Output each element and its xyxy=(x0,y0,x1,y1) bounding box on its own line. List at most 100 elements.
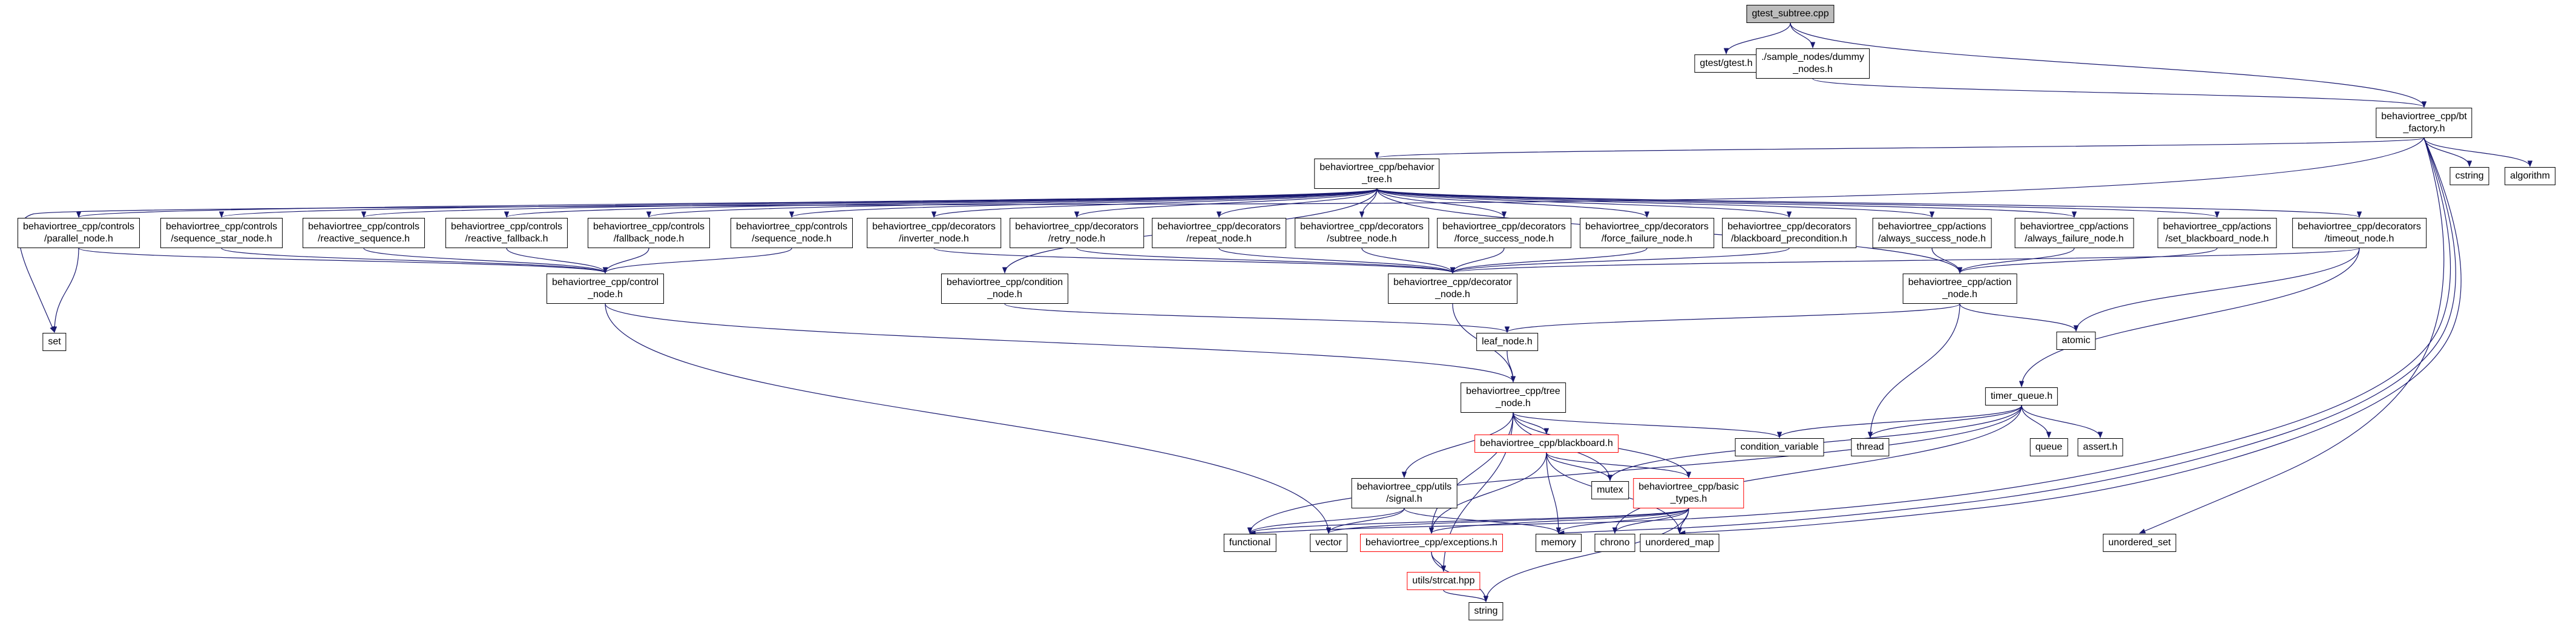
graph-node-assert-h[interactable]: assert.h xyxy=(2077,438,2123,456)
graph-node-strcat-hpp[interactable]: utils/strcat.hpp xyxy=(1407,572,1480,590)
graph-node-retry-node-h[interactable]: behaviortree_cpp/decorators /retry_node.… xyxy=(1010,218,1144,248)
graph-node-decorator-node-h[interactable]: behaviortree_cpp/decorator _node.h xyxy=(1388,274,1517,304)
edge-blackboard-h--basic-types-h xyxy=(1546,452,1692,479)
graph-node-algorithm[interactable]: algorithm xyxy=(2505,167,2555,185)
graph-node-fallback-node-h[interactable]: behaviortree_cpp/controls /fallback_node… xyxy=(587,218,711,248)
edge-exceptions-h--strcat-hpp xyxy=(1431,551,1447,573)
edge-subtree-node-h--decorator-node-h xyxy=(1361,248,1456,274)
edge-behavior-tree-h--timeout-node-h xyxy=(1376,188,2362,218)
graph-node-functional[interactable]: functional xyxy=(1223,534,1276,552)
graph-node-chrono[interactable]: chrono xyxy=(1594,534,1635,552)
edge-timeout-node-h--atomic xyxy=(2073,248,2360,332)
graph-node-force-success-node-h[interactable]: behaviortree_cpp/decorators /force_succe… xyxy=(1437,218,1571,248)
graph-node-subtree-node-h[interactable]: behaviortree_cpp/decorators /subtree_nod… xyxy=(1295,218,1429,248)
edge-bt-factory-h--behavior-tree-h xyxy=(1375,137,2425,159)
edge-control-node-h--tree-node-h xyxy=(605,303,1516,383)
graph-node-leaf-node-h[interactable]: leaf_node.h xyxy=(1476,333,1538,351)
graph-node-force-failure-node-h[interactable]: behaviortree_cpp/decorators /force_failu… xyxy=(1580,218,1714,248)
graph-node-queue[interactable]: queue xyxy=(2029,438,2068,456)
edge-timeout-node-h--timer-queue-h xyxy=(2019,248,2360,388)
graph-node-memory[interactable]: memory xyxy=(1536,534,1582,552)
graph-node-signal-h[interactable]: behaviortree_cpp/utils /signal.h xyxy=(1351,478,1457,508)
edge-behavior-tree-h--set-blackboard-node-h xyxy=(1376,188,2220,218)
graph-node-atomic[interactable]: atomic xyxy=(2056,332,2096,350)
edge-action-node-h--thread xyxy=(1867,303,1960,439)
graph-node-dummy-nodes-h[interactable]: ./sample_nodes/dummy _nodes.h xyxy=(1756,48,1870,79)
edge-behavior-tree-h--inverter-node-h xyxy=(932,188,1378,218)
graph-node-bt-factory-h[interactable]: behaviortree_cpp/bt _factory.h xyxy=(2376,108,2472,138)
graph-node-behavior-tree-h[interactable]: behaviortree_cpp/behavior _tree.h xyxy=(1314,159,1440,189)
graph-node-control-node-h[interactable]: behaviortree_cpp/control _node.h xyxy=(546,274,665,304)
graph-node-basic-types-h[interactable]: behaviortree_cpp/basic _types.h xyxy=(1633,478,1744,508)
edge-signal-h--memory xyxy=(1404,508,1562,534)
edge-behavior-tree-h--blackboard-precondition-h xyxy=(1376,188,1792,218)
edge-reactive-sequence-h--control-node-h xyxy=(363,248,608,274)
edge-gtest-subtree-cpp--dummy-nodes-h xyxy=(1790,22,1816,49)
graph-node-set[interactable]: set xyxy=(42,333,67,351)
graph-node-condition-variable[interactable]: condition_variable xyxy=(1735,438,1824,456)
graph-node-reactive-fallback-h[interactable]: behaviortree_cpp/controls /reactive_fall… xyxy=(445,218,568,248)
edge-behavior-tree-h--sequence-star-node-h xyxy=(219,188,1378,218)
edge-sequence-node-h--control-node-h xyxy=(602,248,792,274)
edge-timer-queue-h--condition-variable xyxy=(1776,405,2022,439)
graph-node-always-failure-node-h[interactable]: behaviortree_cpp/actions /always_failure… xyxy=(2014,218,2134,248)
graph-node-condition-node-h[interactable]: behaviortree_cpp/condition _node.h xyxy=(941,274,1069,304)
edge-timer-queue-h--chrono xyxy=(1612,405,2022,534)
graph-node-tree-node-h[interactable]: behaviortree_cpp/tree _node.h xyxy=(1460,382,1566,413)
edge-behavior-tree-h--always-failure-node-h xyxy=(1376,188,2077,218)
graph-node-blackboard-h[interactable]: behaviortree_cpp/blackboard.h xyxy=(1474,435,1618,453)
edge-leaf-node-h--tree-node-h xyxy=(1506,350,1516,383)
edge-timeout-node-h--decorator-node-h xyxy=(1450,248,2360,274)
edge-behavior-tree-h--reactive-fallback-h xyxy=(504,188,1378,218)
graph-node-vector[interactable]: vector xyxy=(1310,534,1347,552)
graph-node-reactive-sequence-h[interactable]: behaviortree_cpp/controls /reactive_sequ… xyxy=(302,218,426,248)
graph-node-repeat-node-h[interactable]: behaviortree_cpp/decorators /repeat_node… xyxy=(1152,218,1286,248)
edge-parallel-node-h--set xyxy=(51,248,79,333)
edge-parallel-node-h--control-node-h xyxy=(78,248,608,274)
edge-behavior-tree-h--retry-node-h xyxy=(1074,188,1378,218)
edge-set-blackboard-node-h--action-node-h xyxy=(1957,248,2218,274)
graph-node-unordered-map[interactable]: unordered_map xyxy=(1640,534,1720,552)
edge-signal-h--functional xyxy=(1247,508,1405,534)
edge-timer-queue-h--queue xyxy=(2021,405,2052,439)
graph-node-gtest-subtree-cpp[interactable]: gtest_subtree.cpp xyxy=(1746,5,1835,23)
graph-node-blackboard-precondition-h[interactable]: behaviortree_cpp/decorators /blackboard_… xyxy=(1722,218,1856,248)
graph-node-sequence-star-node-h[interactable]: behaviortree_cpp/controls /sequence_star… xyxy=(160,218,283,248)
edge-basic-types-h--memory xyxy=(1556,508,1689,534)
edge-condition-node-h--leaf-node-h xyxy=(1004,303,1510,333)
edge-bt-factory-h--unordered-set xyxy=(2139,137,2445,534)
graph-node-exceptions-h[interactable]: behaviortree_cpp/exceptions.h xyxy=(1360,534,1503,552)
graph-node-parallel-node-h[interactable]: behaviortree_cpp/controls /parallel_node… xyxy=(17,218,140,248)
graph-node-action-node-h[interactable]: behaviortree_cpp/action _node.h xyxy=(1902,274,2017,304)
graph-node-gtest-gtest-h[interactable]: gtest/gtest.h xyxy=(1694,54,1758,73)
graph-node-timer-queue-h[interactable]: timer_queue.h xyxy=(1985,387,2058,405)
edge-retry-node-h--decorator-node-h xyxy=(1076,248,1455,274)
edge-basic-types-h--string xyxy=(1483,508,1689,603)
graph-node-set-blackboard-node-h[interactable]: behaviortree_cpp/actions /set_blackboard… xyxy=(2157,218,2277,248)
edge-force-success-node-h--decorator-node-h xyxy=(1450,248,1505,274)
edge-repeat-node-h--decorator-node-h xyxy=(1218,248,1456,274)
edge-bt-factory-h--memory xyxy=(1557,137,2456,536)
edge-control-node-h--vector xyxy=(605,303,1332,534)
graph-node-timeout-node-h[interactable]: behaviortree_cpp/decorators /timeout_nod… xyxy=(2292,218,2426,248)
edge-tree-node-h--exceptions-h xyxy=(1428,412,1514,534)
graph-node-unordered-set[interactable]: unordered_set xyxy=(2103,534,2177,552)
edge-gtest-subtree-cpp--bt-factory-h xyxy=(1790,22,2427,108)
edge-basic-types-h--unordered-map xyxy=(1677,508,1689,534)
edge-dummy-nodes-h--bt-factory-h xyxy=(1812,78,2426,108)
edge-timer-queue-h--thread xyxy=(1867,405,2022,439)
graph-node-always-success-node-h[interactable]: behaviortree_cpp/actions /always_success… xyxy=(1872,218,1992,248)
edge-sequence-star-node-h--control-node-h xyxy=(221,248,608,274)
edge-inverter-node-h--decorator-node-h xyxy=(933,248,1455,274)
graph-node-cstring[interactable]: cstring xyxy=(2450,167,2489,185)
graph-node-sequence-node-h[interactable]: behaviortree_cpp/controls /sequence_node… xyxy=(730,218,853,248)
graph-node-string[interactable]: string xyxy=(1468,602,1503,620)
edge-strcat-hpp--string xyxy=(1443,589,1489,603)
graph-node-thread[interactable]: thread xyxy=(1851,438,1890,456)
edge-behavior-tree-h--subtree-node-h xyxy=(1359,188,1378,218)
graph-node-mutex[interactable]: mutex xyxy=(1591,481,1629,499)
edge-timer-queue-h--functional xyxy=(1247,405,2022,534)
graph-node-inverter-node-h[interactable]: behaviortree_cpp/decorators /inverter_no… xyxy=(867,218,1001,248)
